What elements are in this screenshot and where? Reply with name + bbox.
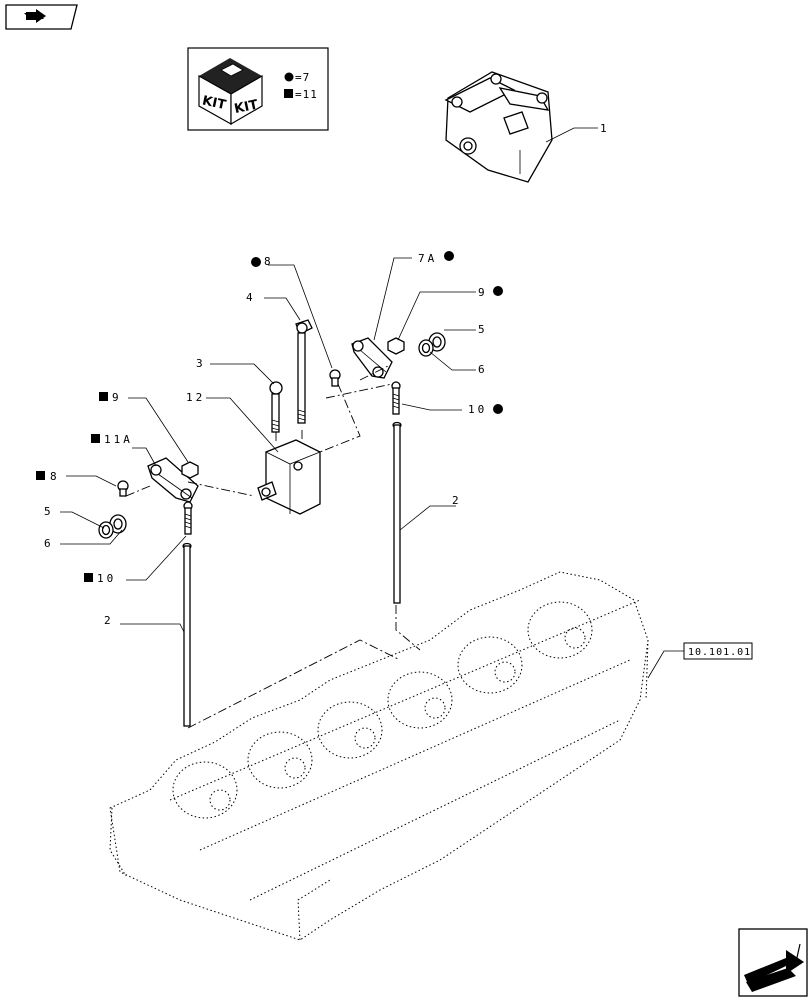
callout-2-right: 2 [452,494,462,507]
callout-10-right: 10 [468,403,487,416]
nut-part-9-left [181,461,199,479]
kit-square-marker-8 [36,471,45,480]
callout-7a: 7A [418,252,437,265]
kit-circle-marker [251,257,261,267]
kit-square-marker-11a [91,434,100,443]
callout-3: 3 [196,357,206,370]
kit-circle-marker-9 [493,286,503,296]
callout-8-left: 8 [50,470,60,483]
kit-box-icon [198,58,263,126]
reference-box[interactable]: 10.101.01 [683,642,753,660]
square-kit-symbol [284,89,293,98]
rocker-arm-part-11a [147,457,199,503]
next-page-arrow-icon[interactable] [738,928,808,997]
callout-5-left: 5 [44,505,54,518]
kit-label-left: KIT [201,93,228,113]
callout-6-left: 6 [44,537,54,550]
circle-kit-symbol [284,72,294,82]
push-rod-part-2-right [392,421,402,604]
callout-8-top: 8 [264,255,274,268]
reference-number: 10.101.01 [688,647,751,658]
screw-part-8-left [117,480,129,497]
bolt-part-3 [269,381,283,433]
callout-10-left: 10 [97,572,116,585]
callout-5-right: 5 [478,323,488,336]
callout-4: 4 [246,291,256,304]
cam-tower-row [172,601,593,819]
kit-label-right: KIT [233,97,260,117]
callout-6-right: 6 [478,363,488,376]
kit-square-marker-9 [99,392,108,401]
legend-square-text: =11 [295,88,318,101]
kit-square-marker-10 [84,573,93,582]
nut-part-9-right [387,337,405,355]
callout-9-left: 9 [112,391,122,404]
callout-11a: 11A [104,433,133,446]
book-arrow-icon[interactable] [5,4,78,30]
screw-part-8-top [329,369,341,387]
bolt-part-4 [295,319,313,424]
support-block-part-12 [257,439,321,515]
adjuster-screw-part-10-right [391,381,401,415]
rocker-assembly-part-1 [444,71,553,183]
rocker-arm-part-7a [351,337,393,379]
washer-part-6-left [98,521,114,539]
kit-circle-marker-7a [444,251,454,261]
callout-12: 12 [186,391,205,404]
kit-circle-marker-10 [493,404,503,414]
washer-part-6-right [418,339,434,357]
push-rod-part-2-left [182,542,192,727]
adjuster-screw-part-10-left [183,501,193,535]
callout-9-right: 9 [478,286,488,299]
assembly-guide-lines [125,365,421,729]
legend-circle-text: =7 [295,71,310,84]
callout-2-left: 2 [104,614,114,627]
kit-legend-box: KIT KIT =7 =11 [187,47,329,131]
cylinder-head [109,571,649,941]
callout-1: 1 [600,122,610,135]
